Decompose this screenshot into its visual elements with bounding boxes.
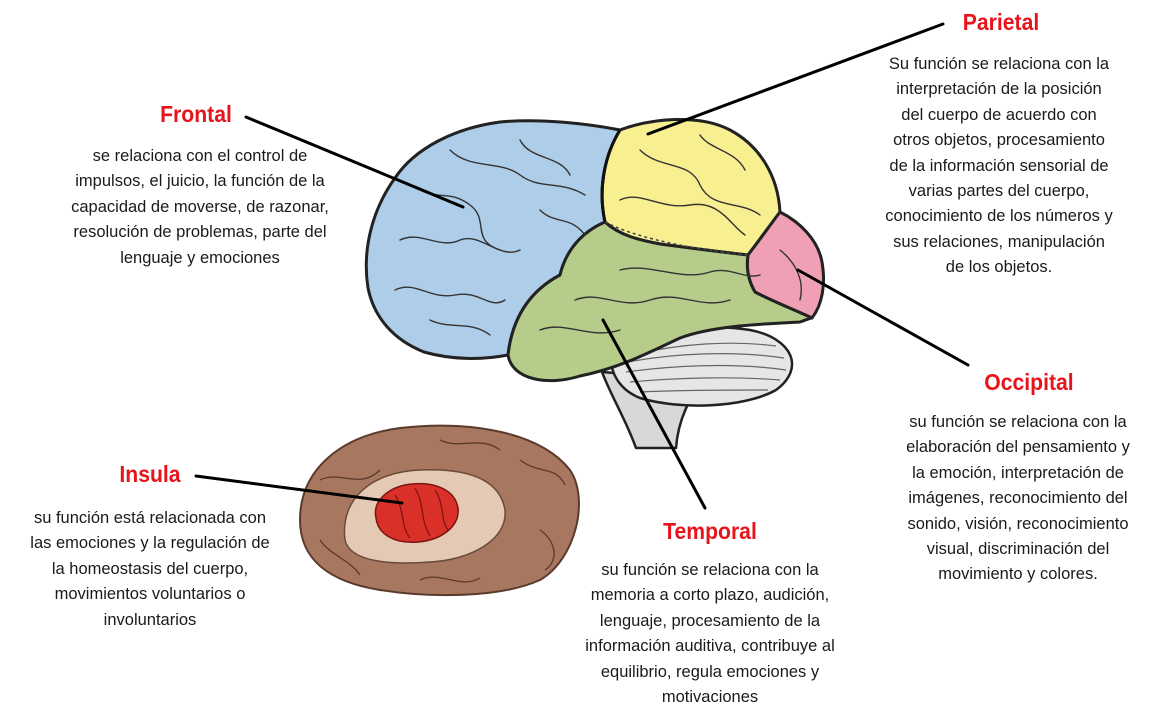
occipital-description-line: elaboración del pensamiento y [873,435,1163,460]
parietal-description-line: del cuerpo de acuerdo con [854,103,1144,128]
occipital-description-line: visual, discriminación del [873,537,1163,562]
occipital-description-line: imágenes, reconocimiento del [873,486,1163,511]
main-brain [366,119,823,448]
temporal-description-line: su función se relaciona con la [555,558,865,583]
temporal-description-line: información auditiva, contribuye al [555,634,865,659]
frontal-description-line: se relaciona con el control de [40,144,360,169]
frontal-description-line: capacidad de moverse, de razonar, [40,195,360,220]
occipital-leader [798,270,968,365]
temporal-description-line: equilibrio, regula emociones y [555,660,865,685]
insula-description-line: involuntarios [0,608,300,633]
temporal-description-line: memoria a corto plazo, audición, [555,583,865,608]
frontal-title: Frontal [154,101,239,128]
occipital-title: Occipital [978,369,1079,396]
occipital-description-line: su función se relaciona con la [873,410,1163,435]
parietal-description-line: otros objetos, procesamiento [854,128,1144,153]
insula-description-line: su función está relacionada con [0,506,300,531]
insula-brain [300,426,579,595]
occipital-description-line: sonido, visión, reconocimiento [873,512,1163,537]
parietal-title: Parietal [959,9,1044,36]
parietal-description-line: Su función se relaciona con la [854,52,1144,77]
frontal-description-line: resolución de problemas, parte del [40,220,360,245]
insula-description-line: movimientos voluntarios o [0,582,300,607]
occipital-description-line: la emoción, interpretación de [873,461,1163,486]
parietal-description-line: varias partes del cuerpo, [854,179,1144,204]
temporal-title: Temporal [659,518,760,545]
insula-description-line: la homeostasis del cuerpo, [0,557,300,582]
parietal-description-line: interpretación de la posición [854,77,1144,102]
frontal-description-line: impulsos, el juicio, la función de la [40,169,360,194]
temporal-description-line: motivaciones [555,685,865,710]
insula-description-line: las emociones y la regulación de [0,531,300,556]
parietal-description-line: de la información sensorial de [854,154,1144,179]
parietal-description-line: sus relaciones, manipulación [854,230,1144,255]
occipital-description-line: movimiento y colores. [873,562,1163,587]
parietal-description-line: conocimiento de los números y [854,204,1144,229]
temporal-description-line: lenguaje, procesamiento de la [555,609,865,634]
frontal-description-line: lenguaje y emociones [40,246,360,271]
insula-title: Insula [113,461,187,488]
parietal-description-line: de los objetos. [854,255,1144,280]
